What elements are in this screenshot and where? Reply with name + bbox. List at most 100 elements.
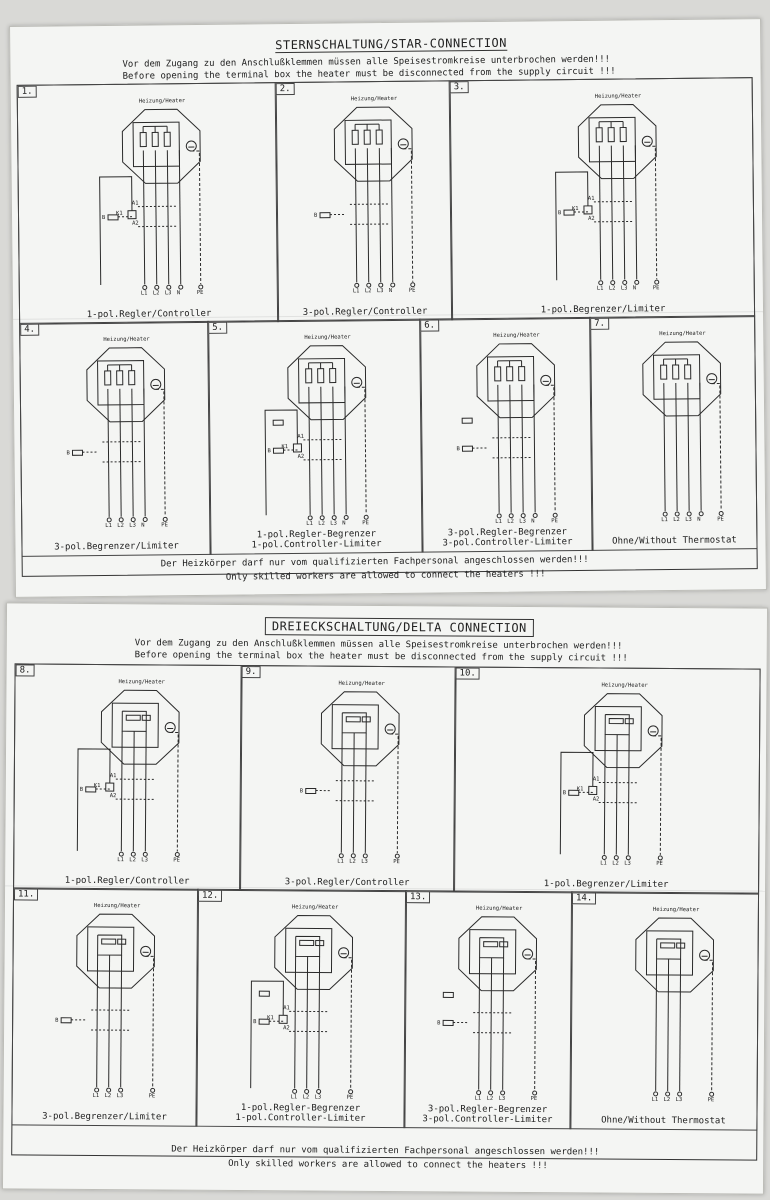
- supply-line: [627, 734, 630, 855]
- terminal-icon: [292, 1088, 298, 1094]
- supply-line: [663, 383, 666, 512]
- heating-element: [151, 131, 159, 147]
- sensor-icon: [461, 445, 474, 452]
- terminal-icon: [142, 851, 148, 857]
- supply-line: [366, 148, 370, 283]
- supply-line: [131, 388, 134, 517]
- sensor-icon: [272, 419, 284, 426]
- delta-loop: [121, 710, 147, 732]
- terminal-icon: [674, 511, 680, 517]
- terminal-icon: [552, 512, 558, 518]
- pe-label: PE: [346, 1094, 354, 1101]
- terminal-icon: [130, 517, 136, 523]
- terminal-icon: [488, 1090, 494, 1096]
- terminal-label: L2: [129, 857, 136, 864]
- heater-label: Heizung/Heater: [475, 905, 523, 912]
- delta-loop: [97, 934, 123, 956]
- terminal-label: L3: [330, 520, 337, 527]
- control-wire: [264, 409, 298, 516]
- supply-line: [144, 731, 147, 852]
- relay-a2-label: A2: [132, 220, 139, 227]
- terminal-icon: [709, 1091, 715, 1097]
- terminal-label: N: [176, 290, 181, 297]
- supply-line: [96, 954, 99, 1087]
- supply-line: [120, 731, 123, 852]
- pe-line: [704, 959, 714, 1092]
- heater-housing: [583, 693, 663, 769]
- terminal-label: L2: [152, 290, 160, 297]
- delta-loop: [341, 712, 367, 734]
- supply-line: [634, 145, 638, 280]
- heating-element: [660, 364, 668, 380]
- relay-a1-label: A1: [131, 200, 139, 207]
- terminal-icon: [500, 1090, 506, 1096]
- earth-icon: [150, 378, 162, 390]
- relay-a1-label: A1: [587, 195, 595, 202]
- heater-housing: [458, 916, 538, 992]
- terminal-label: L2: [612, 860, 619, 867]
- heater-housing: [642, 341, 722, 417]
- pe-label: PE: [148, 1093, 156, 1100]
- pe-label: PE: [196, 289, 204, 297]
- terminal-icon: [166, 284, 172, 290]
- terminal-icon: [410, 282, 416, 288]
- terminal-label: L1: [306, 520, 313, 527]
- terminal-icon: [532, 1090, 538, 1096]
- earth-icon: [699, 949, 711, 961]
- supply-line: [509, 384, 512, 513]
- terminal-label: N: [531, 518, 535, 525]
- control-wire: [76, 748, 111, 851]
- terminal-box: [97, 360, 145, 406]
- heating-element: [363, 129, 371, 145]
- wiring-diagram: [305, 691, 400, 859]
- terminal-icon: [362, 853, 368, 859]
- pe-label: PE: [362, 520, 369, 527]
- supply-line: [497, 384, 500, 513]
- terminal-label: L1: [92, 1092, 100, 1100]
- supply-line: [667, 958, 670, 1091]
- sensor-icon: [319, 212, 331, 219]
- terminal-icon: [162, 516, 168, 522]
- pe-label: PE: [652, 285, 660, 292]
- sensor-icon: [305, 787, 317, 795]
- relay-coil-icon: [105, 782, 115, 792]
- supply-line: [490, 957, 493, 1090]
- terminal-icon: [520, 513, 526, 519]
- control-wire: [250, 980, 284, 1089]
- terminal-box: [298, 357, 346, 404]
- terminal-label: L3: [620, 285, 628, 292]
- control-wire: [555, 171, 589, 281]
- heating-element: [483, 941, 499, 948]
- supply-line: [378, 148, 382, 283]
- pe-line: [390, 733, 399, 854]
- supply-line: [679, 959, 682, 1092]
- terminal-label: L3: [675, 1097, 683, 1104]
- terminal-box: [487, 355, 535, 402]
- pe-line: [356, 386, 367, 515]
- terminal-icon: [118, 851, 124, 857]
- terminal-icon: [665, 1091, 671, 1097]
- relay-a2-label: A2: [588, 215, 595, 222]
- terminal-icon: [662, 511, 668, 517]
- heater-label: Heizung/Heater: [103, 336, 150, 343]
- terminal-icon: [178, 284, 184, 290]
- sensor-b-label: B: [562, 790, 567, 797]
- sensor-icon: [71, 449, 84, 456]
- earth-icon: [540, 374, 552, 386]
- sensor-b-label: B: [299, 788, 304, 795]
- supply-line: [178, 150, 182, 285]
- relay-coil-icon: [292, 443, 303, 453]
- supply-line: [390, 147, 394, 282]
- terminal-icon: [698, 511, 704, 517]
- supply-line: [521, 384, 524, 513]
- terminal-icon: [654, 279, 660, 285]
- relay-coil-icon: [278, 1014, 288, 1024]
- supply-line: [598, 145, 602, 280]
- relay-a2-label: A2: [592, 796, 600, 803]
- terminal-box: [645, 930, 694, 976]
- terminal-label: L2: [663, 1096, 671, 1103]
